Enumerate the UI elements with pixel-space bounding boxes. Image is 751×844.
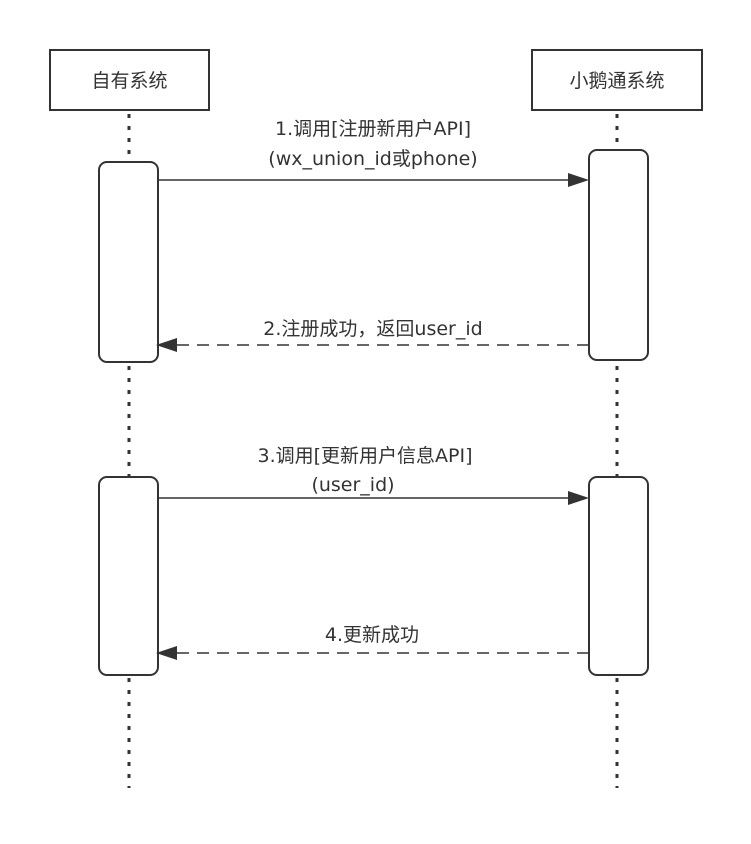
message-1[interactable]: 1.调用[注册新用户API] (wx_union_id或phone): [158, 118, 589, 187]
message-label-line-1: 3.调用[更新用户信息API]: [257, 445, 472, 467]
activation-xet-2[interactable]: [588, 476, 649, 676]
participant-xet-system[interactable]: 小鹅通系统: [531, 49, 703, 111]
message-label-line-2: (user_id): [311, 474, 394, 496]
arrowhead-icon: [568, 491, 589, 505]
activation-xet-1[interactable]: [588, 149, 649, 361]
message-4[interactable]: 4.更新成功: [156, 624, 589, 660]
arrowhead-icon: [568, 173, 589, 187]
message-3[interactable]: 3.调用[更新用户信息API] (user_id): [158, 445, 589, 505]
participant-label: 自有系统: [91, 70, 167, 92]
participant-own-system[interactable]: 自有系统: [49, 49, 210, 111]
message-label: 4.更新成功: [325, 624, 419, 646]
message-2[interactable]: 2.注册成功，返回user_id: [156, 318, 589, 352]
arrowhead-icon: [156, 646, 177, 660]
message-label-line-2: (wx_union_id或phone): [268, 148, 477, 170]
participant-label: 小鹅通系统: [569, 70, 664, 92]
label-background: [226, 318, 524, 340]
activation-own-2[interactable]: [98, 476, 159, 676]
message-label-line-1: 1.调用[注册新用户API]: [275, 118, 471, 140]
arrowhead-icon: [156, 338, 177, 352]
activation-own-1[interactable]: [98, 161, 159, 363]
message-label: 2.注册成功，返回user_id: [263, 318, 482, 340]
